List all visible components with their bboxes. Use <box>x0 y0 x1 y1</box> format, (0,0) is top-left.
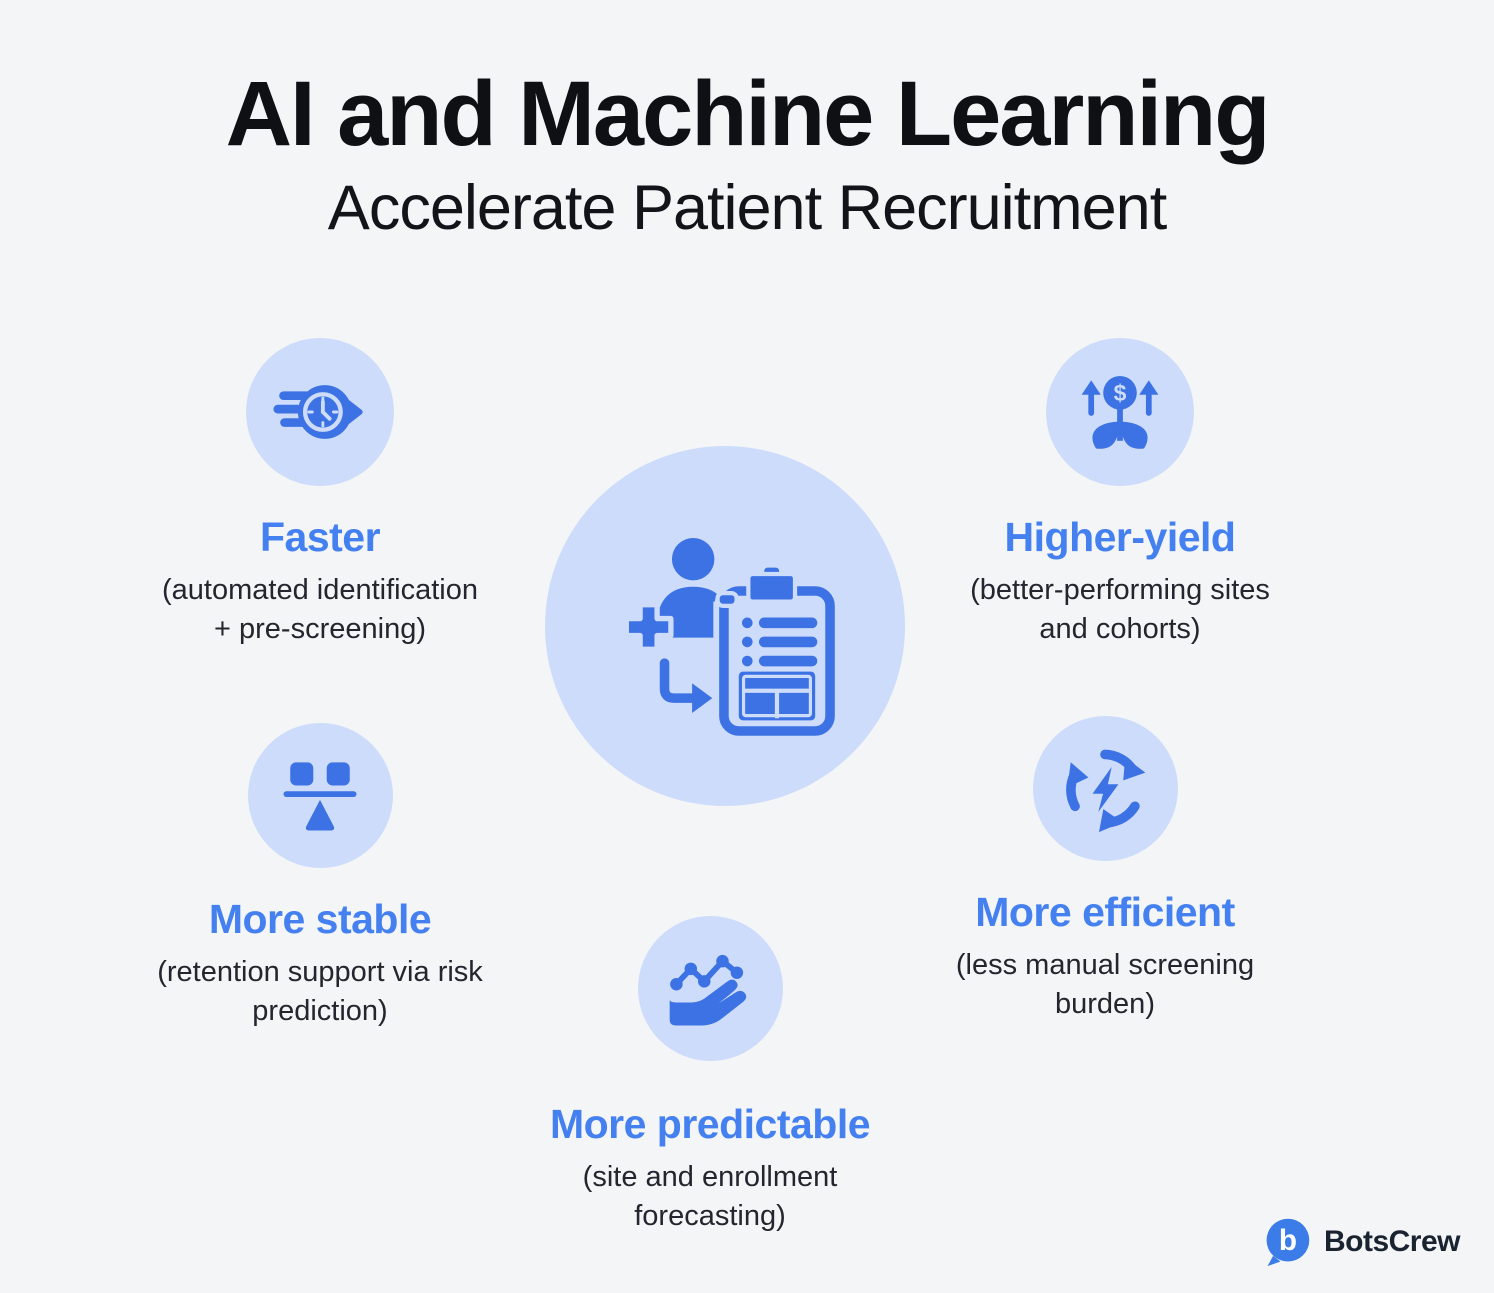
benefit-heading: More efficient <box>975 889 1235 935</box>
speeding-clock-icon <box>273 385 363 439</box>
more-stable-icon-circle <box>247 723 393 868</box>
svg-text:b: b <box>1279 1224 1297 1257</box>
benefit-heading: More predictable <box>549 1101 871 1147</box>
faster-icon-circle <box>246 338 394 486</box>
center-illustration-circle <box>545 446 905 806</box>
higher-yield-icon-circle: $ <box>1046 338 1194 486</box>
benefit-description: (automated identification+ pre-screening… <box>162 574 478 646</box>
brand-name: BotsCrew <box>1323 1225 1461 1258</box>
botscrew-logo: b BotsCrew <box>1261 1216 1461 1268</box>
page-subtitle: Accelerate Patient Recruitment <box>327 173 1167 243</box>
hand-holding-chart-icon <box>669 954 747 1025</box>
more-efficient-icon-circle <box>1032 716 1178 861</box>
botscrew-bubble-icon: b <box>1266 1218 1310 1267</box>
cycle-lightning-icon <box>1057 741 1153 837</box>
benefit-heading: Higher-yield <box>1004 514 1236 560</box>
more-predictable-icon-circle <box>637 916 783 1061</box>
benefit-faster: Faster (automated identification+ pre-sc… <box>90 338 550 649</box>
balance-scale-icon <box>283 761 357 831</box>
page-title: AI and Machine Learning <box>225 63 1271 165</box>
svg-text:$: $ <box>1114 380 1127 406</box>
benefit-heading: Faster <box>259 514 381 560</box>
money-growth-plant-icon: $ <box>1081 376 1159 449</box>
patient-clipboard-illustration <box>623 537 840 741</box>
benefit-heading: More stable <box>208 896 432 942</box>
